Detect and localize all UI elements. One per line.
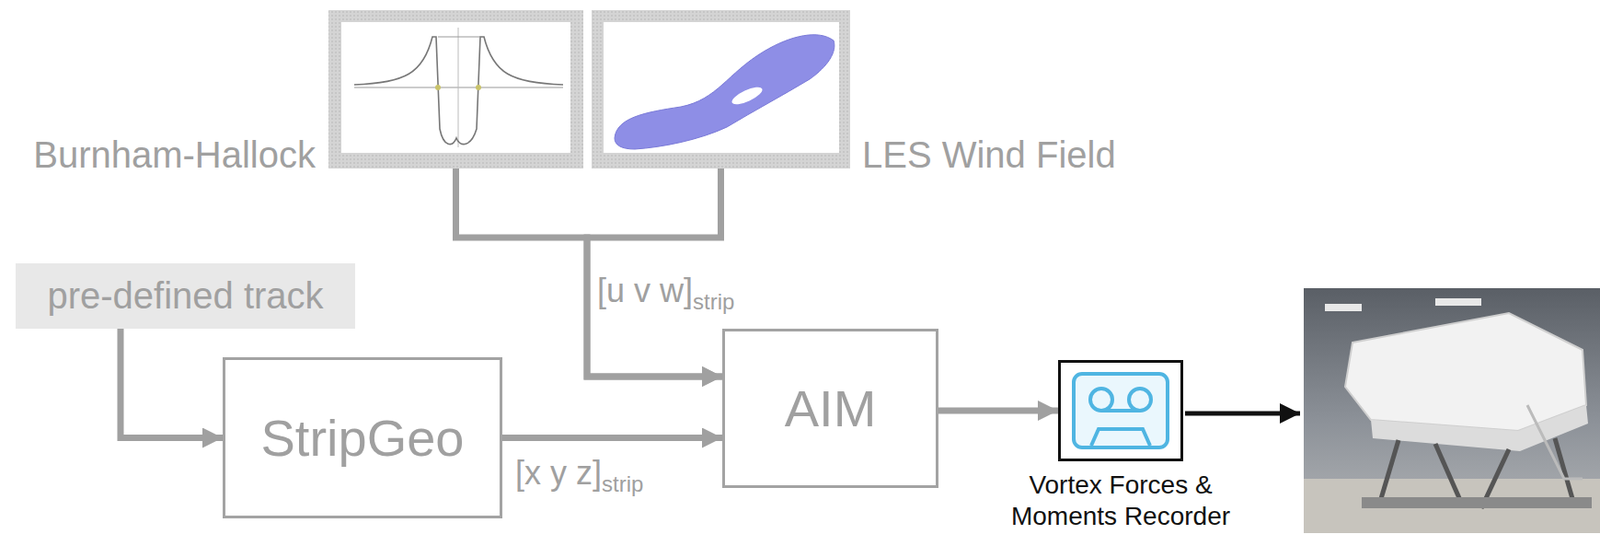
process-box: StripGeo [222,356,503,518]
model-panel: LES Wind Field [591,10,851,169]
node-text: Vortex Forces & Moments Recorder [973,469,1268,531]
velocity-plot [328,10,584,169]
node-text: pre-defined track [46,275,323,317]
connector-arrow [120,328,223,438]
flight-simulator-photo [1303,287,1600,533]
node-text: AIM [784,378,877,438]
node-text: LES Wind Field [862,133,1117,176]
node-text: StripGeo [261,407,465,468]
node-text: Burnham-Hallock [33,133,316,176]
signal-label: [x y z]strip [515,454,644,496]
recorder-box: Vortex Forces & Moments Recorder [1058,359,1184,461]
cassette-icon [1073,373,1168,448]
connector-arrow [502,434,723,441]
process-box: AIM [722,328,939,488]
signal-label: [u v w]strip [597,272,735,314]
connector-arrow [938,407,1059,415]
output-arrow [1185,411,1301,416]
model-panel: Burnham-Hallock [328,10,584,169]
les-wind-field-plot [591,10,851,169]
input-box: pre-defined track [15,263,356,329]
